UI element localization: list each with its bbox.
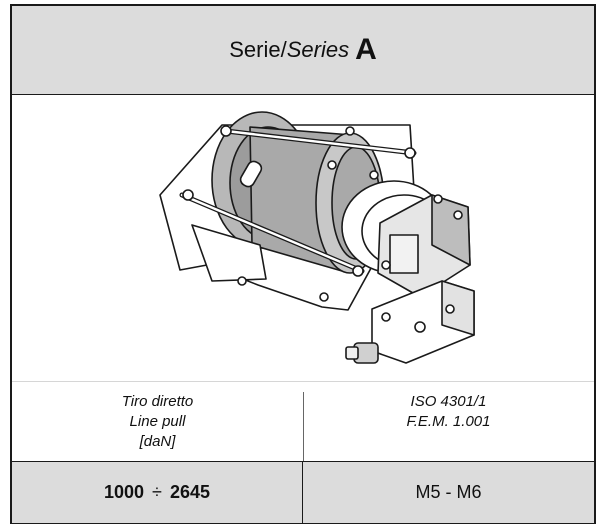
serie-label: Serie/ <box>229 37 287 62</box>
classification-value: M5 - M6 <box>415 482 482 502</box>
line-pull-label: Tiro diretto Line pull [daN] <box>12 382 303 462</box>
pull-max: 2645 <box>169 482 210 502</box>
pull-min: 1000 <box>104 482 145 502</box>
line-pull-value: 1000 ÷ 2645 <box>12 462 303 523</box>
series-letter: A <box>355 33 377 66</box>
pull-separator: ÷ <box>152 482 162 502</box>
product-card: Serie/ Series A <box>10 4 596 524</box>
standards-label: ISO 4301/1 F.E.M. 1.001 <box>303 382 594 462</box>
line-pull-unit: [daN] <box>139 433 176 450</box>
line-pull-en: Line pull <box>129 413 186 430</box>
series-label-italic: Series <box>286 37 350 62</box>
specs-divider <box>303 392 304 462</box>
winch-image-area <box>12 95 594 381</box>
winch-illustration-icon <box>159 111 475 364</box>
standard-iso: ISO 4301/1 <box>410 393 487 410</box>
line-pull-it: Tiro diretto <box>121 393 194 410</box>
series-header: Serie/ Series A <box>12 6 594 95</box>
standard-fem: F.E.M. 1.001 <box>406 413 491 430</box>
specs-row: Tiro diretto Line pull [daN] ISO 4301/1 … <box>12 381 594 462</box>
values-row: 1000 ÷ 2645 M5 - M6 <box>12 461 594 523</box>
